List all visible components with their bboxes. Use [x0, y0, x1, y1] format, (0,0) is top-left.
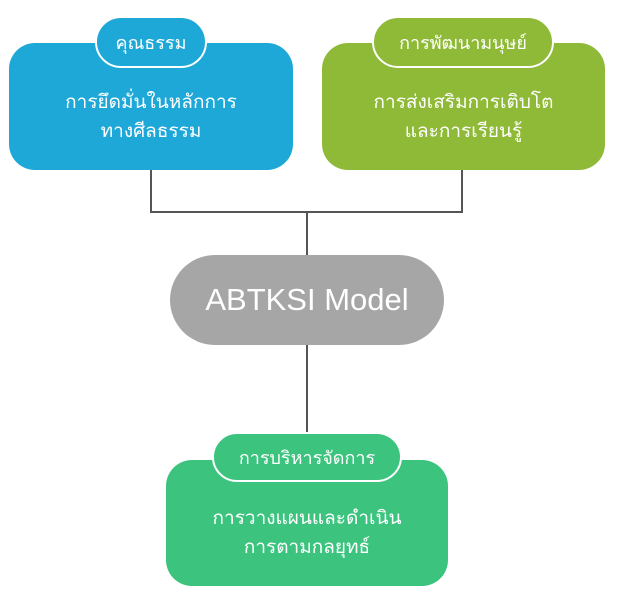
- ethics-body-line1: การยึดมั่นในหลักการ: [65, 90, 237, 113]
- connector-center-top: [306, 211, 308, 257]
- management-body-line2: การตามกลยุทธ์: [243, 536, 371, 558]
- human-body-line2: และการเรียนรู้: [404, 119, 523, 142]
- connector-left: [150, 170, 152, 213]
- ethics-title: คุณธรรม: [95, 16, 207, 68]
- human-body-line1: การส่งเสริมการเติบโต: [373, 90, 554, 113]
- human-box: การส่งเสริมการเติบโตและการเรียนรู้: [322, 43, 605, 170]
- human-title: การพัฒนามนุษย์: [372, 16, 554, 68]
- center-node: ABTKSI Model: [170, 255, 444, 345]
- ethics-body-line2: ทางศีลธรรม: [100, 119, 202, 142]
- management-title: การบริหารจัดการ: [212, 432, 402, 482]
- management-body-line1: การวางแผนและดำเนิน: [212, 507, 402, 529]
- connector-center-bottom: [306, 343, 308, 463]
- connector-right: [461, 170, 463, 213]
